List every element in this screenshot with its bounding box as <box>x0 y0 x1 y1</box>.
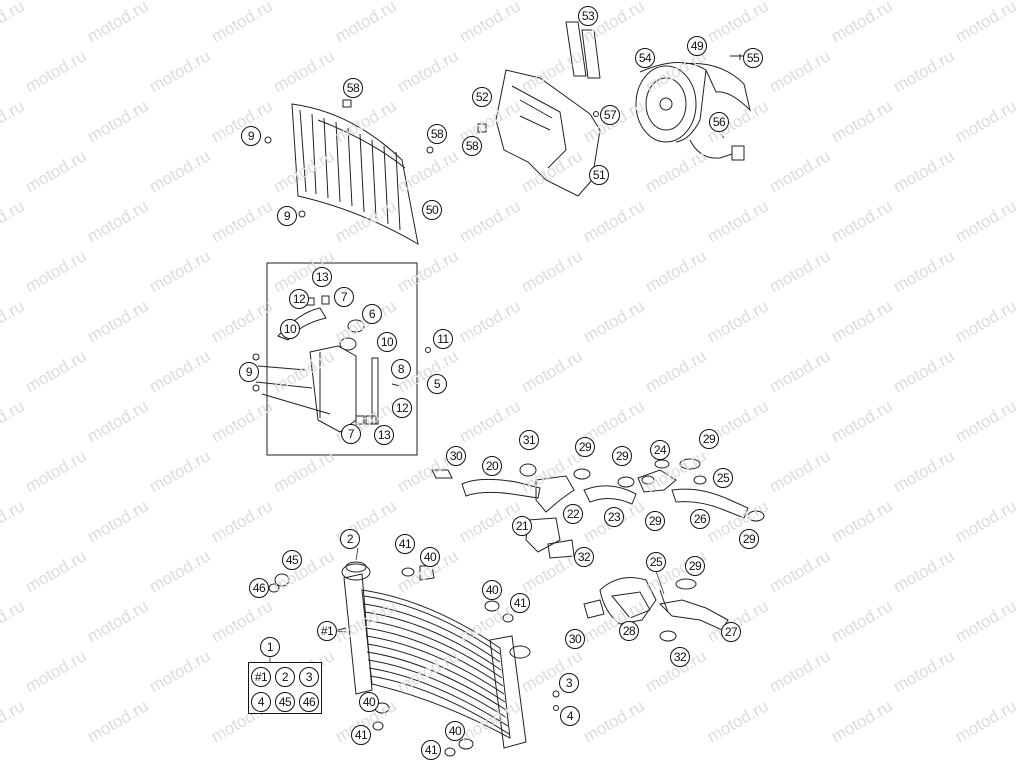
part-callout-58[interactable]: 58 <box>462 136 482 156</box>
part-callout-28[interactable]: 28 <box>619 621 639 641</box>
part-callout-20[interactable]: 20 <box>482 456 502 476</box>
part-callout-24[interactable]: 24 <box>650 440 670 460</box>
part-callout-30[interactable]: 30 <box>565 629 585 649</box>
part-callout-7[interactable]: 7 <box>341 424 361 444</box>
part-callout-51[interactable]: 51 <box>589 165 609 185</box>
part-callout-41[interactable]: 41 <box>510 593 530 613</box>
part-callout-49[interactable]: 49 <box>687 36 707 56</box>
part-callout-53[interactable]: 53 <box>578 6 598 26</box>
part-callout-7[interactable]: 7 <box>334 287 354 307</box>
kit-callout-46[interactable]: 46 <box>299 692 319 712</box>
part-callout-46[interactable]: 46 <box>249 578 269 598</box>
part-callout-21[interactable]: 21 <box>512 516 532 536</box>
part-callout-3[interactable]: 3 <box>559 673 579 693</box>
part-callout-41[interactable]: 41 <box>351 725 371 745</box>
part-callout-29[interactable]: 29 <box>685 556 705 576</box>
part-callout-54[interactable]: 54 <box>635 48 655 68</box>
part-callout-2[interactable]: 2 <box>340 529 360 549</box>
part-callout-32[interactable]: 32 <box>670 647 690 667</box>
part-callout-29[interactable]: 29 <box>612 446 632 466</box>
part-callout-30[interactable]: 30 <box>446 446 466 466</box>
kit-callout-2[interactable]: 2 <box>275 667 295 687</box>
part-callout-23[interactable]: 23 <box>604 507 624 527</box>
radiator <box>268 561 560 757</box>
part-callout-50[interactable]: 50 <box>422 200 442 220</box>
part-callout-40[interactable]: 40 <box>359 692 379 712</box>
kit-callout-kit1[interactable]: #1 <box>251 667 271 687</box>
part-callout-58[interactable]: 58 <box>343 78 363 98</box>
part-callout-12[interactable]: 12 <box>392 398 412 418</box>
part-callout-10[interactable]: 10 <box>377 332 397 352</box>
part-callout-40[interactable]: 40 <box>445 721 465 741</box>
part-callout-1[interactable]: 1 <box>260 637 280 657</box>
part-callout-29[interactable]: 29 <box>699 429 719 449</box>
part-callout-8[interactable]: 8 <box>391 359 411 379</box>
part-callout-40[interactable]: 40 <box>420 547 440 567</box>
part-callout-4[interactable]: 4 <box>560 706 580 726</box>
part-callout-41[interactable]: 41 <box>395 534 415 554</box>
part-callout-12[interactable]: 12 <box>289 289 309 309</box>
bracket-plates <box>565 21 601 79</box>
part-callout-27[interactable]: 27 <box>721 622 741 642</box>
part-callout-29[interactable]: 29 <box>739 529 759 549</box>
part-callout-40[interactable]: 40 <box>482 580 502 600</box>
part-callout-29[interactable]: 29 <box>645 511 665 531</box>
part-callout-29[interactable]: 29 <box>575 437 595 457</box>
part-callout-57[interactable]: 57 <box>600 105 620 125</box>
part-callout-45[interactable]: 45 <box>282 550 302 570</box>
part-callout-10[interactable]: 10 <box>280 319 300 339</box>
part-callout-31[interactable]: 31 <box>519 430 539 450</box>
part-callout-41[interactable]: 41 <box>421 740 441 760</box>
cooling-fan <box>635 54 751 161</box>
part-callout-58[interactable]: 58 <box>427 124 447 144</box>
part-callout-6[interactable]: 6 <box>362 304 382 324</box>
part-callout-25[interactable]: 25 <box>646 552 666 572</box>
fan-shroud <box>477 69 601 197</box>
leader-lines <box>269 547 665 662</box>
part-callout-26[interactable]: 26 <box>690 509 710 529</box>
kit-callout-3[interactable]: 3 <box>299 667 319 687</box>
part-callout-55[interactable]: 55 <box>743 48 763 68</box>
part-callout-9[interactable]: 9 <box>277 206 297 226</box>
part-callout-9[interactable]: 9 <box>239 362 259 382</box>
part-callout-25[interactable]: 25 <box>713 468 733 488</box>
part-callout-9[interactable]: 9 <box>241 126 261 146</box>
part-callout-kit1[interactable]: #1 <box>317 621 337 641</box>
part-callout-11[interactable]: 11 <box>433 329 453 349</box>
part-callout-22[interactable]: 22 <box>563 504 583 524</box>
kit-callout-4[interactable]: 4 <box>251 692 271 712</box>
part-callout-5[interactable]: 5 <box>427 374 447 394</box>
part-callout-13[interactable]: 13 <box>312 267 332 287</box>
lower-hoses <box>583 577 729 642</box>
coolant-hoses <box>431 458 765 559</box>
part-callout-32[interactable]: 32 <box>574 547 594 567</box>
radiator-shroud <box>264 99 434 245</box>
part-callout-56[interactable]: 56 <box>709 112 729 132</box>
part-callout-52[interactable]: 52 <box>472 87 492 107</box>
kit-callout-45[interactable]: 45 <box>275 692 295 712</box>
part-callout-13[interactable]: 13 <box>374 425 394 445</box>
